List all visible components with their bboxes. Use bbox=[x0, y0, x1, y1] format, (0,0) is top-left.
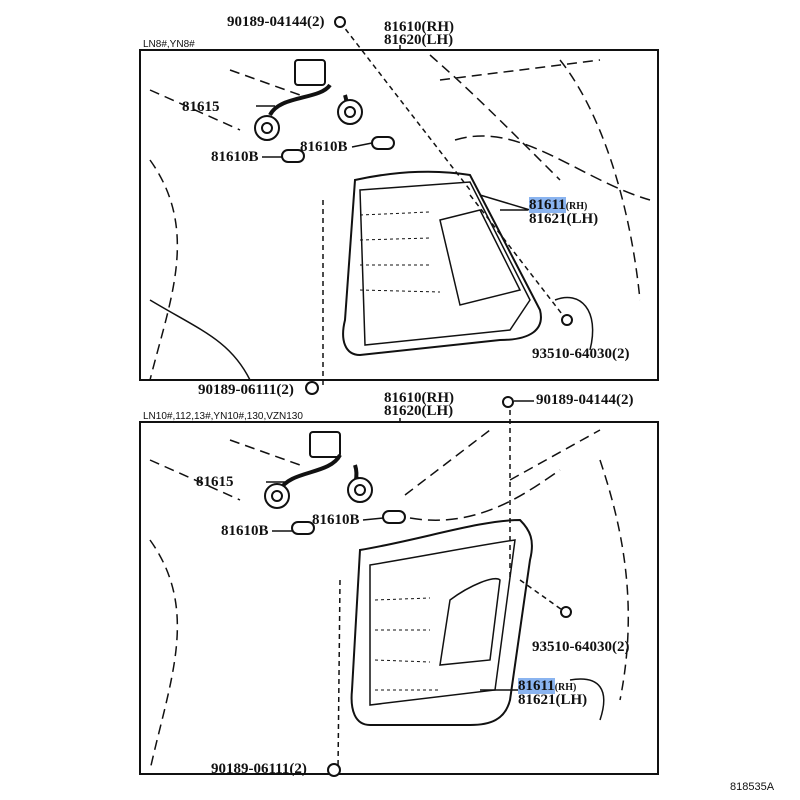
highlighted-part-number: 81611 bbox=[518, 678, 555, 694]
part-label-screw-top[interactable]: 90189-04144(2) bbox=[227, 14, 325, 30]
part-label-screw-bottom[interactable]: 90189-06111(2) bbox=[198, 382, 294, 398]
part-label-lens-lh[interactable]: 81621(LH) bbox=[529, 211, 599, 227]
part-label-socket-wire[interactable]: 81615 bbox=[196, 474, 234, 490]
side-suffix: (RH) bbox=[565, 201, 588, 212]
part-label-lamp-lh[interactable]: 81620(LH) bbox=[384, 403, 454, 419]
part-label-bulb-right[interactable]: 81610B bbox=[300, 139, 348, 155]
highlighted-part-number: 81611 bbox=[529, 197, 566, 213]
model-note: LN8#,YN8# bbox=[143, 39, 195, 50]
model-note: LN10#,112,13#,YN10#,130,VZN130 bbox=[143, 411, 303, 422]
part-label-socket-wire[interactable]: 81615 bbox=[182, 99, 220, 115]
panel-1-drawing bbox=[139, 16, 659, 395]
part-label-nut[interactable]: 93510-64030(2) bbox=[532, 639, 630, 655]
part-label-lens-rh[interactable]: 81611(RH) bbox=[529, 197, 588, 214]
diagram-id: 818535A bbox=[730, 781, 775, 793]
part-label-bulb-right[interactable]: 81610B bbox=[312, 512, 360, 528]
side-suffix: (RH) bbox=[554, 682, 577, 693]
part-label-bulb-left[interactable]: 81610B bbox=[211, 149, 259, 165]
panel-2-drawing bbox=[139, 396, 659, 777]
part-label-lamp-lh[interactable]: 81620(LH) bbox=[384, 32, 454, 48]
part-label-nut[interactable]: 93510-64030(2) bbox=[532, 346, 630, 362]
part-label-screw-bottom[interactable]: 90189-06111(2) bbox=[211, 761, 307, 777]
part-label-bulb-left[interactable]: 81610B bbox=[221, 523, 269, 539]
part-label-screw-top[interactable]: 90189-04144(2) bbox=[536, 392, 634, 408]
part-label-lamp-rh[interactable]: 81610(RH) bbox=[384, 19, 454, 35]
part-label-lamp-rh[interactable]: 81610(RH) bbox=[384, 390, 454, 406]
part-label-lens-rh[interactable]: 81611(RH) bbox=[518, 678, 577, 695]
part-label-lens-lh[interactable]: 81621(LH) bbox=[518, 692, 588, 708]
